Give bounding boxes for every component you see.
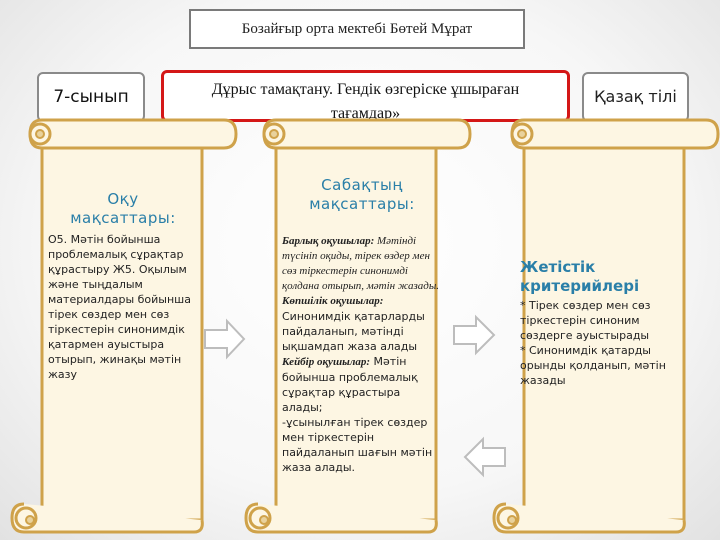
arrow-left — [463, 436, 506, 478]
criteria-title-2: критерийлері — [520, 277, 640, 295]
some-students-text-2: -ұсынылған тірек сөздер мен тіркестерін … — [282, 416, 433, 474]
school-header: Бозайғыр орта мектебі Бөтей Мұрат — [189, 9, 525, 49]
objectives-text: О5. Мәтін бойынша проблемалық сұрақтар қ… — [48, 233, 191, 381]
topic-line-1: Дұрыс тамақтану. Гендік өзгеріске ұшырағ… — [211, 81, 520, 98]
most-students-label: Көпшілік оқушылар: — [282, 295, 384, 307]
lesson-goals-content: Сабақтың мақсаттары: Барлық оқушылар: Мә… — [282, 176, 442, 475]
criteria-title-1: Жетістік — [520, 258, 596, 276]
most-students-text: Синонимдік қатарларды пайдаланып, мәтінд… — [282, 310, 425, 353]
some-students-label: Кейбір оқушылар: — [282, 356, 371, 368]
criteria-item-2: * Синонимдік қатарды орынды қолданып, мә… — [520, 344, 666, 387]
some-students-text: Мәтін бойынша проблемалық сұрақтар құрас… — [282, 355, 418, 414]
arrow-right-1 — [204, 318, 246, 360]
subject-label: Қазақ тілі — [582, 72, 689, 122]
lesson-goals-title-1: Сабақтың — [321, 176, 403, 194]
criteria-item-1: * Тірек сөздер мен сөз тіркестерін синон… — [520, 299, 651, 342]
all-students-text: Мәтінді түсініп оқиды, тірек өздер мен с… — [282, 235, 440, 292]
lesson-topic: Дұрыс тамақтану. Гендік өзгеріске ұшырағ… — [161, 70, 570, 122]
objectives-title-1: Оқу — [107, 190, 139, 208]
all-students-label: Барлық оқушылар: — [282, 235, 375, 247]
objectives-content: Оқу мақсаттары: О5. Мәтін бойынша пробле… — [48, 190, 198, 382]
objectives-title-2: мақсаттары: — [70, 209, 176, 227]
topic-line-2: тағамдар» — [330, 105, 401, 122]
criteria-content: Жетістік критерийлері * Тірек сөздер мен… — [520, 258, 680, 388]
arrow-right-2 — [453, 314, 496, 356]
lesson-goals-title-2: мақсаттары: — [309, 195, 415, 213]
